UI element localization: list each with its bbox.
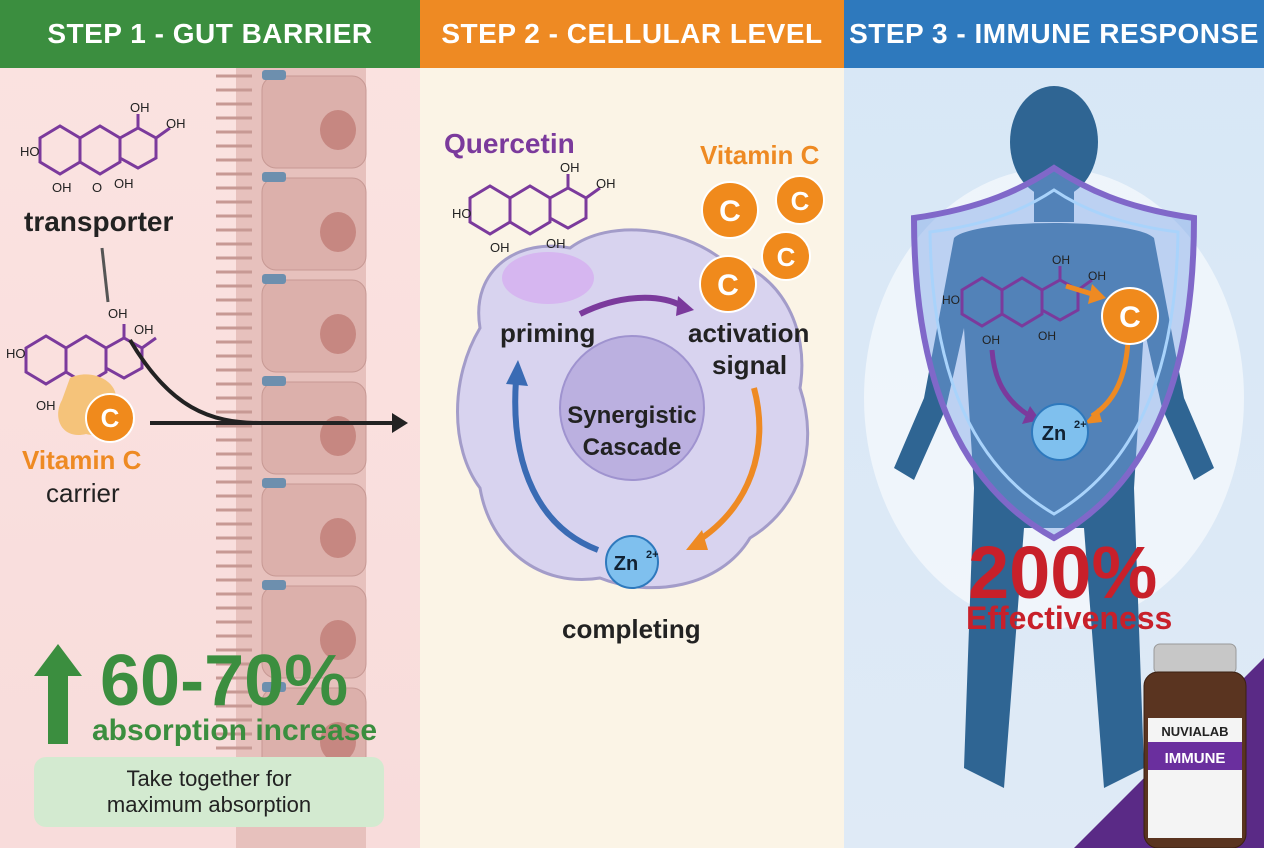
arrow-mol-to-c xyxy=(1065,283,1093,297)
zinc-ion-p3: Zn 2+ xyxy=(1031,403,1089,461)
header-step1: STEP 1 - GUT BARRIER xyxy=(0,0,420,68)
svg-text:OH: OH xyxy=(560,160,580,175)
binding-glow xyxy=(502,252,594,304)
panel-gut-barrier: STEP 1 - GUT BARRIER xyxy=(0,0,420,848)
activation-label: activation xyxy=(688,318,810,348)
svg-text:O: O xyxy=(92,180,102,195)
arrow-activation-zinc xyxy=(694,387,763,545)
up-arrow-icon xyxy=(34,644,82,744)
svg-text:C: C xyxy=(717,269,739,302)
svg-text:OH: OH xyxy=(36,398,56,413)
svg-text:HO: HO xyxy=(6,346,26,361)
svg-text:OH: OH xyxy=(1038,329,1056,343)
svg-text:OH: OH xyxy=(166,116,186,131)
quercetin-label: Quercetin xyxy=(444,128,575,159)
svg-text:HO: HO xyxy=(942,293,960,307)
quercetin-molecule-p3: HO OH OH OH OH xyxy=(942,253,1106,347)
svg-text:IMMUNE: IMMUNE xyxy=(1165,750,1226,767)
effectiveness-label: Effectiveness xyxy=(966,600,1173,636)
svg-text:OH: OH xyxy=(130,100,150,115)
svg-text:OH: OH xyxy=(546,236,566,251)
connector-line xyxy=(100,247,110,303)
vitamin-c-label-p2: Vitamin C xyxy=(700,140,820,170)
transporter-label: transporter xyxy=(24,206,174,237)
svg-text:2+: 2+ xyxy=(1074,419,1087,431)
vitamin-c-circle-2: C xyxy=(775,175,825,225)
vitamin-c-label: Vitamin C xyxy=(22,445,142,475)
arrow-priming-activation xyxy=(578,294,684,317)
priming-label: priming xyxy=(500,318,596,348)
vitamin-c-circle-p3: C xyxy=(1101,287,1159,345)
svg-text:OH: OH xyxy=(52,180,72,195)
panel-cellular-level: STEP 2 - CELLULAR LEVEL Zn 2+ HO OH OH xyxy=(420,0,844,848)
svg-text:OH: OH xyxy=(982,333,1000,347)
vitamin-c-circle-1: C xyxy=(701,181,759,239)
svg-text:NUVIALAB: NUVIALAB xyxy=(1161,724,1228,739)
human-silhouette xyxy=(894,86,1214,788)
vitamin-c-circle-4: C xyxy=(699,255,757,313)
absorption-stat: 60-70% xyxy=(100,641,349,721)
cellular-illustration: Zn 2+ HO OH OH OH OH C C C xyxy=(452,160,825,590)
intestinal-cells xyxy=(216,68,367,848)
gut-barrier-illustration: HO OH OH OH OH O HO OH OH OH C xyxy=(6,68,408,848)
svg-text:Zn: Zn xyxy=(614,553,638,575)
panel-immune-response: STEP 3 - IMMUNE RESPONSE HO OH OH OH OH xyxy=(844,0,1264,848)
arrow-mol-to-zn xyxy=(989,349,1032,419)
effectiveness-stat: 200% xyxy=(968,531,1158,614)
carrier-label: carrier xyxy=(46,478,120,508)
tip-line1: Take together for xyxy=(126,766,292,791)
zinc-ion-p2: Zn 2+ xyxy=(605,535,659,589)
immune-illustration: HO OH OH OH OH C Zn 2+ xyxy=(864,86,1264,848)
tip-line2: maximum absorption xyxy=(106,792,312,817)
signal-label: signal xyxy=(712,350,788,380)
svg-text:C: C xyxy=(719,195,741,228)
vitamin-c-circle-3: C xyxy=(761,231,811,281)
arrow-zinc-priming xyxy=(512,379,600,553)
completing-label: completing xyxy=(562,614,701,644)
svg-text:C: C xyxy=(1119,301,1141,334)
cascade-label-1: Synergistic xyxy=(567,402,697,429)
svg-text:2+: 2+ xyxy=(646,549,659,561)
svg-text:OH: OH xyxy=(114,176,134,191)
svg-text:OH: OH xyxy=(134,322,154,337)
header-step2: STEP 2 - CELLULAR LEVEL xyxy=(420,0,844,68)
quercetin-molecule-bottom: HO OH OH OH xyxy=(6,306,157,413)
svg-text:HO: HO xyxy=(452,206,472,221)
quercetin-molecule-top: HO OH OH OH OH O xyxy=(20,100,186,195)
quercetin-molecule-p2: HO OH OH OH OH xyxy=(452,160,616,255)
svg-text:OH: OH xyxy=(1052,253,1070,267)
shield-inner xyxy=(928,188,1180,516)
absorption-label: absorption increase xyxy=(92,714,378,747)
product-bottle: NUVIALAB IMMUNE xyxy=(1143,643,1247,848)
svg-text:C: C xyxy=(101,403,120,433)
cascade-label-2: Cascade xyxy=(582,434,682,461)
svg-text:C: C xyxy=(777,242,796,272)
svg-text:OH: OH xyxy=(1088,269,1106,283)
svg-text:OH: OH xyxy=(490,240,510,255)
vitamin-c-circle-p1: C xyxy=(85,393,135,443)
svg-text:HO: HO xyxy=(20,144,40,159)
svg-text:OH: OH xyxy=(108,306,128,321)
svg-text:C: C xyxy=(791,186,810,216)
svg-text:OH: OH xyxy=(596,176,616,191)
nucleus xyxy=(559,335,705,481)
tip-box: Take together for maximum absorption xyxy=(34,757,384,827)
svg-text:Zn: Zn xyxy=(1042,423,1066,445)
header-step3: STEP 3 - IMMUNE RESPONSE xyxy=(844,0,1264,68)
